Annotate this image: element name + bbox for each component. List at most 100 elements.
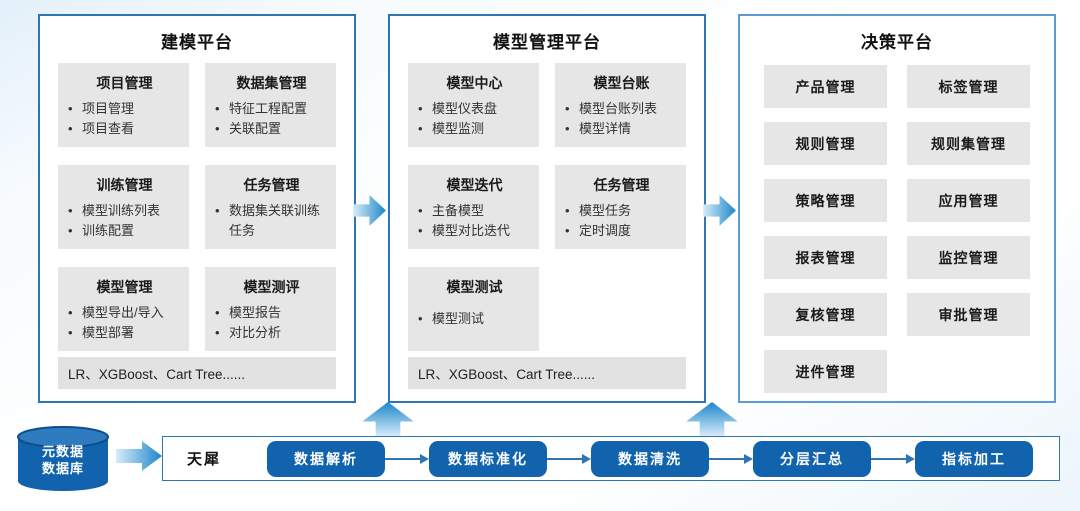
pipeline-connector (385, 453, 430, 464)
bullet-text: 特征工程配置 (229, 101, 308, 116)
bullet-text: 模型台账列表 (579, 101, 658, 116)
card-model-testing: 模型测试 模型测试 (408, 267, 539, 351)
bullet-icon (565, 119, 579, 139)
card-bullet-item: 模型对比迭代 (418, 221, 531, 241)
card-model-iteration: 模型迭代 主备模型 模型对比迭代 (408, 165, 539, 249)
card-bullet-item: 模型监测 (418, 119, 531, 139)
box-rule-management: 规则管理 (764, 122, 887, 165)
box-approval-management: 审批管理 (907, 293, 1030, 336)
bullet-icon (565, 201, 579, 221)
box-tag-management: 标签管理 (907, 65, 1030, 108)
box-label: 标签管理 (938, 78, 999, 95)
card-bullet-item: 模型部署 (68, 323, 181, 343)
bullet-text: 模型仪表盘 (432, 101, 498, 116)
connector-line (709, 457, 745, 460)
connector-line (385, 457, 421, 460)
box-label: 报表管理 (795, 249, 856, 266)
flow-arrow-up-icon (686, 402, 738, 437)
modeling-cards-grid: 项目管理 项目管理 项目查看 数据集管理 特征工程配置 关联配置 训练管理 模型… (58, 63, 336, 351)
card-project-management: 项目管理 项目管理 项目查看 (58, 63, 189, 147)
box-monitoring-management: 监控管理 (907, 236, 1030, 279)
card-title: 模型管理 (96, 279, 153, 295)
bullet-icon (565, 99, 579, 119)
bullet-text: 模型详情 (579, 121, 632, 136)
algorithms-footer: LR、XGBoost、Cart Tree...... (58, 357, 336, 389)
bullet-icon (215, 99, 229, 119)
pipeline-connector (547, 453, 592, 464)
card-bullet-item: 模型任务 (565, 201, 678, 221)
card-model-center: 模型中心 模型仪表盘 模型监测 (408, 63, 539, 147)
flow-arrow-right-icon (353, 192, 386, 229)
box-strategy-management: 策略管理 (764, 179, 887, 222)
box-label: 审批管理 (938, 306, 999, 323)
pipeline-step-data-cleaning: 数据清洗 (591, 440, 710, 477)
card-bullet-item: 数据集关联训练任务 (215, 201, 328, 241)
box-label: 应用管理 (938, 192, 999, 209)
card-bullet-item: 关联配置 (215, 119, 328, 139)
bullet-text: 项目查看 (82, 121, 135, 136)
card-title: 模型台账 (593, 75, 650, 91)
pipeline-step-data-parsing: 数据解析 (267, 440, 386, 477)
bullet-text: 模型测试 (432, 311, 485, 326)
bullet-icon (68, 119, 82, 139)
box-label: 产品管理 (795, 78, 856, 95)
arrowhead-icon (906, 453, 916, 464)
panel-model-management-platform: 模型管理平台 模型中心 模型仪表盘 模型监测 模型台账 模型台账列表 模型详情 … (388, 14, 706, 403)
card-title: 项目管理 (96, 75, 153, 91)
card-title: 任务管理 (593, 177, 650, 193)
box-label: 进件管理 (795, 363, 856, 380)
card-task-management: 任务管理 数据集关联训练任务 (205, 165, 336, 249)
bullet-icon (418, 119, 432, 139)
db-to-pipeline-arrow-icon (116, 440, 162, 472)
bullet-text: 定时调度 (579, 223, 632, 238)
box-label: 规则集管理 (931, 135, 1006, 152)
bullet-text: 模型对比迭代 (432, 223, 511, 238)
box-review-management: 复核管理 (764, 293, 887, 336)
panel-title: 模型管理平台 (493, 33, 601, 52)
box-application-management: 应用管理 (907, 179, 1030, 222)
database-label-line2: 数据库 (41, 461, 84, 476)
pipeline-connector (709, 453, 754, 464)
decision-boxes-grid: 产品管理 标签管理 规则管理 规则集管理 策略管理 应用管理 报表管理 监控管理… (764, 65, 1030, 393)
database-cylinder-icon (17, 426, 109, 491)
card-bullet-item: 模型测试 (418, 309, 531, 329)
bullet-icon (68, 303, 82, 323)
card-title: 数据集管理 (236, 75, 307, 91)
bullet-icon (68, 201, 82, 221)
card-title: 任务管理 (243, 177, 300, 193)
card-bullet-item: 项目管理 (68, 99, 181, 119)
bullet-text: 关联配置 (229, 121, 282, 136)
card-model-management: 模型管理 模型导出/导入 模型部署 (58, 267, 189, 351)
panel-decision-platform: 决策平台 产品管理 标签管理 规则管理 规则集管理 策略管理 应用管理 报表管理… (738, 14, 1056, 403)
pipeline-connector (871, 453, 916, 464)
bullet-text: 模型任务 (579, 203, 632, 218)
data-pipeline-bar: 天犀 数据解析 数据标准化 数据清洗 分层汇总 指标加工 (162, 436, 1060, 481)
bullet-icon (68, 221, 82, 241)
box-label: 策略管理 (795, 192, 856, 209)
box-label: 规则管理 (795, 135, 856, 152)
pipeline-step-data-standardization: 数据标准化 (429, 440, 548, 477)
bullet-text: 模型部署 (82, 325, 135, 340)
connector-line (871, 457, 907, 460)
box-label: 复核管理 (795, 306, 856, 323)
card-bullet-item: 定时调度 (565, 221, 678, 241)
card-training-management: 训练管理 模型训练列表 训练配置 (58, 165, 189, 249)
bullet-text: 模型监测 (432, 121, 485, 136)
arrowhead-icon (744, 453, 754, 464)
bullet-text: 模型报告 (229, 305, 282, 320)
bullet-icon (418, 221, 432, 241)
card-title: 训练管理 (96, 177, 153, 193)
bullet-text: 训练配置 (82, 223, 135, 238)
algorithms-footer: LR、XGBoost、Cart Tree...... (408, 357, 686, 389)
card-model-ledger: 模型台账 模型台账列表 模型详情 (555, 63, 686, 147)
bullet-text: 主备模型 (432, 203, 485, 218)
bullet-icon (68, 323, 82, 343)
card-bullet-item: 训练配置 (68, 221, 181, 241)
panel-title: 建模平台 (161, 33, 233, 52)
card-bullet-item: 模型台账列表 (565, 99, 678, 119)
bullet-icon (215, 303, 229, 323)
database-label-line1: 元数据 (41, 444, 84, 459)
flow-arrow-right-icon (703, 192, 736, 229)
card-title: 模型中心 (446, 75, 503, 91)
